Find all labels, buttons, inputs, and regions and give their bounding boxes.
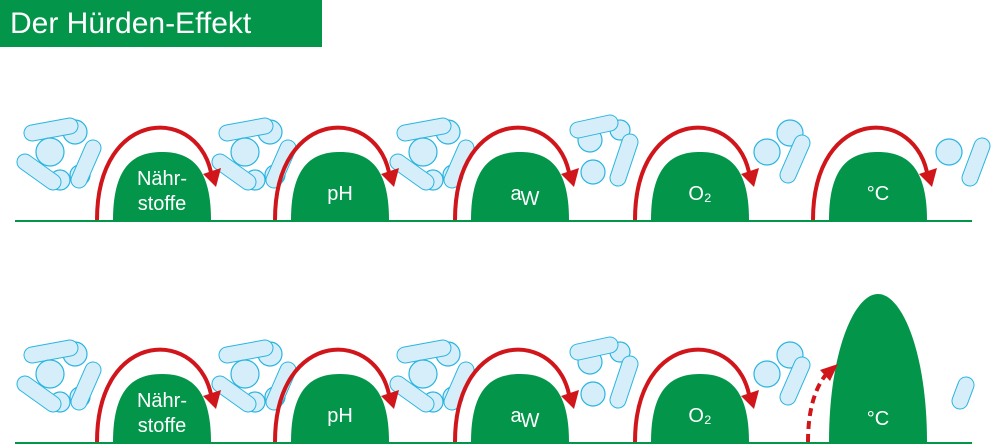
bacterium-rod <box>17 154 61 190</box>
hurdle-1: Nähr-stoffe <box>95 125 221 221</box>
bacterium-rod <box>780 135 810 183</box>
hurdle-label-line: Nähr- <box>137 390 187 412</box>
hurdle-shape <box>651 374 749 442</box>
hurdle-label: O₂ <box>688 183 711 205</box>
bacterium-rod <box>390 154 434 190</box>
hurdle-label-subscript: W <box>521 410 540 432</box>
bacterium-rod <box>952 377 974 409</box>
hurdle-shape <box>471 152 569 220</box>
bacterium-rod <box>24 340 78 363</box>
arrowhead <box>561 390 579 409</box>
bacterium-coccus <box>935 138 963 166</box>
arrowhead <box>741 390 759 409</box>
bacterium-rod <box>397 118 451 141</box>
bacterium-rod <box>397 340 451 363</box>
bacterium-coccus <box>408 137 438 167</box>
bacterium-rod <box>24 118 78 141</box>
page-title: Der Hürden-Effekt <box>0 0 322 47</box>
bacterium-rod <box>962 138 990 186</box>
bacteria-group <box>16 114 991 191</box>
bacterium-rod <box>219 118 273 141</box>
bacterium-coccus <box>580 159 606 185</box>
jump-arrow <box>633 125 752 221</box>
bacterium-rod <box>266 362 296 410</box>
jump-arrow <box>273 347 392 443</box>
hurdle-label: a <box>510 405 522 427</box>
row-2: Nähr-stoffe pH aW O₂ °C <box>15 294 975 444</box>
hurdle-label: °C <box>867 408 889 430</box>
bacterium-coccus <box>580 381 606 407</box>
arrowhead <box>381 390 399 409</box>
hurdle-shape <box>113 152 211 220</box>
bacterium-rod <box>570 115 618 138</box>
hurdle-label-subscript: W <box>521 188 540 210</box>
bacterium-coccus <box>408 359 438 389</box>
jump-arrow <box>95 125 214 221</box>
hurdle-shape <box>829 152 927 220</box>
bacterium-rod <box>444 362 474 410</box>
arrowhead <box>919 168 937 187</box>
arrowhead <box>203 390 221 409</box>
bacterium-coccus <box>35 137 65 167</box>
hurdle-label: pH <box>327 405 353 427</box>
bacterium-rod <box>71 362 101 410</box>
failed-jump-arrow <box>806 368 832 443</box>
hurdle-label-line: stoffe <box>138 193 187 215</box>
hurdle-3: aW <box>453 125 579 221</box>
hurdle-label: pH <box>327 183 353 205</box>
hurdle-2: pH <box>273 125 399 221</box>
hurdle-2: pH <box>273 347 399 443</box>
arrowhead <box>561 168 579 187</box>
hurdle-shape <box>113 374 211 442</box>
bacterium-rod <box>610 134 638 186</box>
bacterium-coccus <box>35 359 65 389</box>
bacterium-rod <box>212 154 256 190</box>
hurdle-label-line: Nähr- <box>137 168 187 190</box>
jump-arrow <box>453 347 572 443</box>
bacterium-rod <box>212 376 256 412</box>
bacterium-rod <box>570 337 618 360</box>
hurdle-shape <box>651 152 749 220</box>
jump-arrow <box>273 125 392 221</box>
hurdle-shape <box>471 374 569 442</box>
hurdle-label-line: stoffe <box>138 415 187 437</box>
bacterium-rod <box>610 356 638 408</box>
jump-arrow <box>633 347 752 443</box>
bacterium-rod <box>390 376 434 412</box>
jump-arrow <box>453 125 572 221</box>
arrowhead <box>381 168 399 187</box>
arrowhead <box>741 168 759 187</box>
bacterium-coccus <box>230 137 260 167</box>
jump-arrow <box>95 347 214 443</box>
bacterium-rod <box>266 140 296 188</box>
hurdle-label: O₂ <box>688 405 711 427</box>
hurdle-3: aW <box>453 347 579 443</box>
hurdle-5: °C <box>811 125 937 221</box>
hurdle-shape <box>291 152 389 220</box>
hurdle-5: °C <box>806 294 927 443</box>
row-1: Nähr-stoffe pH aW O₂ °C <box>15 114 991 222</box>
arrowhead <box>203 168 221 187</box>
hurdle-shape <box>291 374 389 442</box>
arrowhead <box>820 364 838 381</box>
bacterium-rod <box>71 140 101 188</box>
hurdle-label: °C <box>867 183 889 205</box>
bacterium-coccus <box>230 359 260 389</box>
hurdle-4: O₂ <box>633 347 759 443</box>
hurdle-4: O₂ <box>633 125 759 221</box>
jump-arrow <box>811 125 930 221</box>
bacterium-coccus <box>753 360 781 388</box>
hurdle-label: a <box>510 183 522 205</box>
bacterium-rod <box>780 357 810 405</box>
hurdle-shape <box>829 294 927 442</box>
bacterium-rod <box>17 376 61 412</box>
bacterium-rod <box>444 140 474 188</box>
bacteria-group <box>16 336 975 413</box>
bacterium-rod <box>219 340 273 363</box>
bacterium-coccus <box>753 138 781 166</box>
hurdle-1: Nähr-stoffe <box>95 347 221 443</box>
